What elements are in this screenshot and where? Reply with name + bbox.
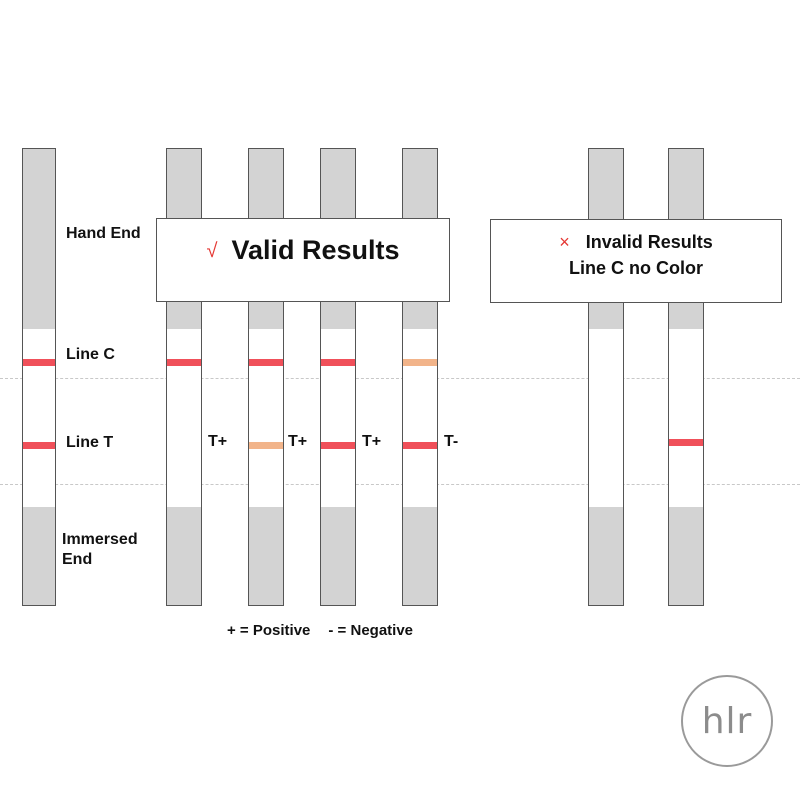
valid-results-box: √ Valid Results (156, 218, 450, 302)
strip-4-result: T- (444, 433, 459, 450)
guide-line-c (0, 378, 800, 379)
valid-strip-4 (402, 148, 438, 606)
immersed-end-label: Immersed End (62, 531, 138, 568)
valid-results-title: Valid Results (231, 235, 400, 265)
cross-icon: × (559, 232, 570, 252)
strip-1-line-c (167, 359, 201, 366)
hand-end-label: Hand End (66, 225, 141, 242)
legend-negative: - = Negative (328, 622, 414, 639)
invalid-strip-2-line-t (669, 439, 703, 446)
invalid-results-title: Invalid Results (585, 232, 713, 252)
legend: + = Positive - = Negative (227, 622, 413, 639)
reference-line-c (23, 359, 55, 366)
hlr-logo: hlr (681, 675, 773, 767)
valid-strip-1 (166, 148, 202, 606)
invalid-results-subtitle: Line C no Color (569, 258, 703, 278)
valid-strip-2 (248, 148, 284, 606)
strip-2-line-t (249, 442, 283, 449)
strip-4-line-c (403, 359, 437, 366)
line-t-label: Line T (66, 434, 114, 451)
legend-positive: + = Positive (227, 622, 311, 639)
strip-3-result: T+ (362, 433, 382, 450)
check-icon: √ (206, 240, 218, 262)
reference-strip (22, 148, 56, 606)
invalid-results-box: × Invalid Results Line C no Color (490, 219, 782, 303)
valid-strip-3 (320, 148, 356, 606)
invalid-strip-2 (668, 148, 704, 606)
strip-3-line-c (321, 359, 355, 366)
guide-line-t (0, 484, 800, 485)
invalid-strip-1 (588, 148, 624, 606)
strip-2-line-c (249, 359, 283, 366)
reference-line-t (23, 442, 55, 449)
line-c-label: Line C (66, 346, 115, 363)
strip-3-line-t (321, 442, 355, 449)
strip-1-result: T+ (208, 433, 228, 450)
strip-4-line-t (403, 442, 437, 449)
strip-2-result: T+ (288, 433, 308, 450)
